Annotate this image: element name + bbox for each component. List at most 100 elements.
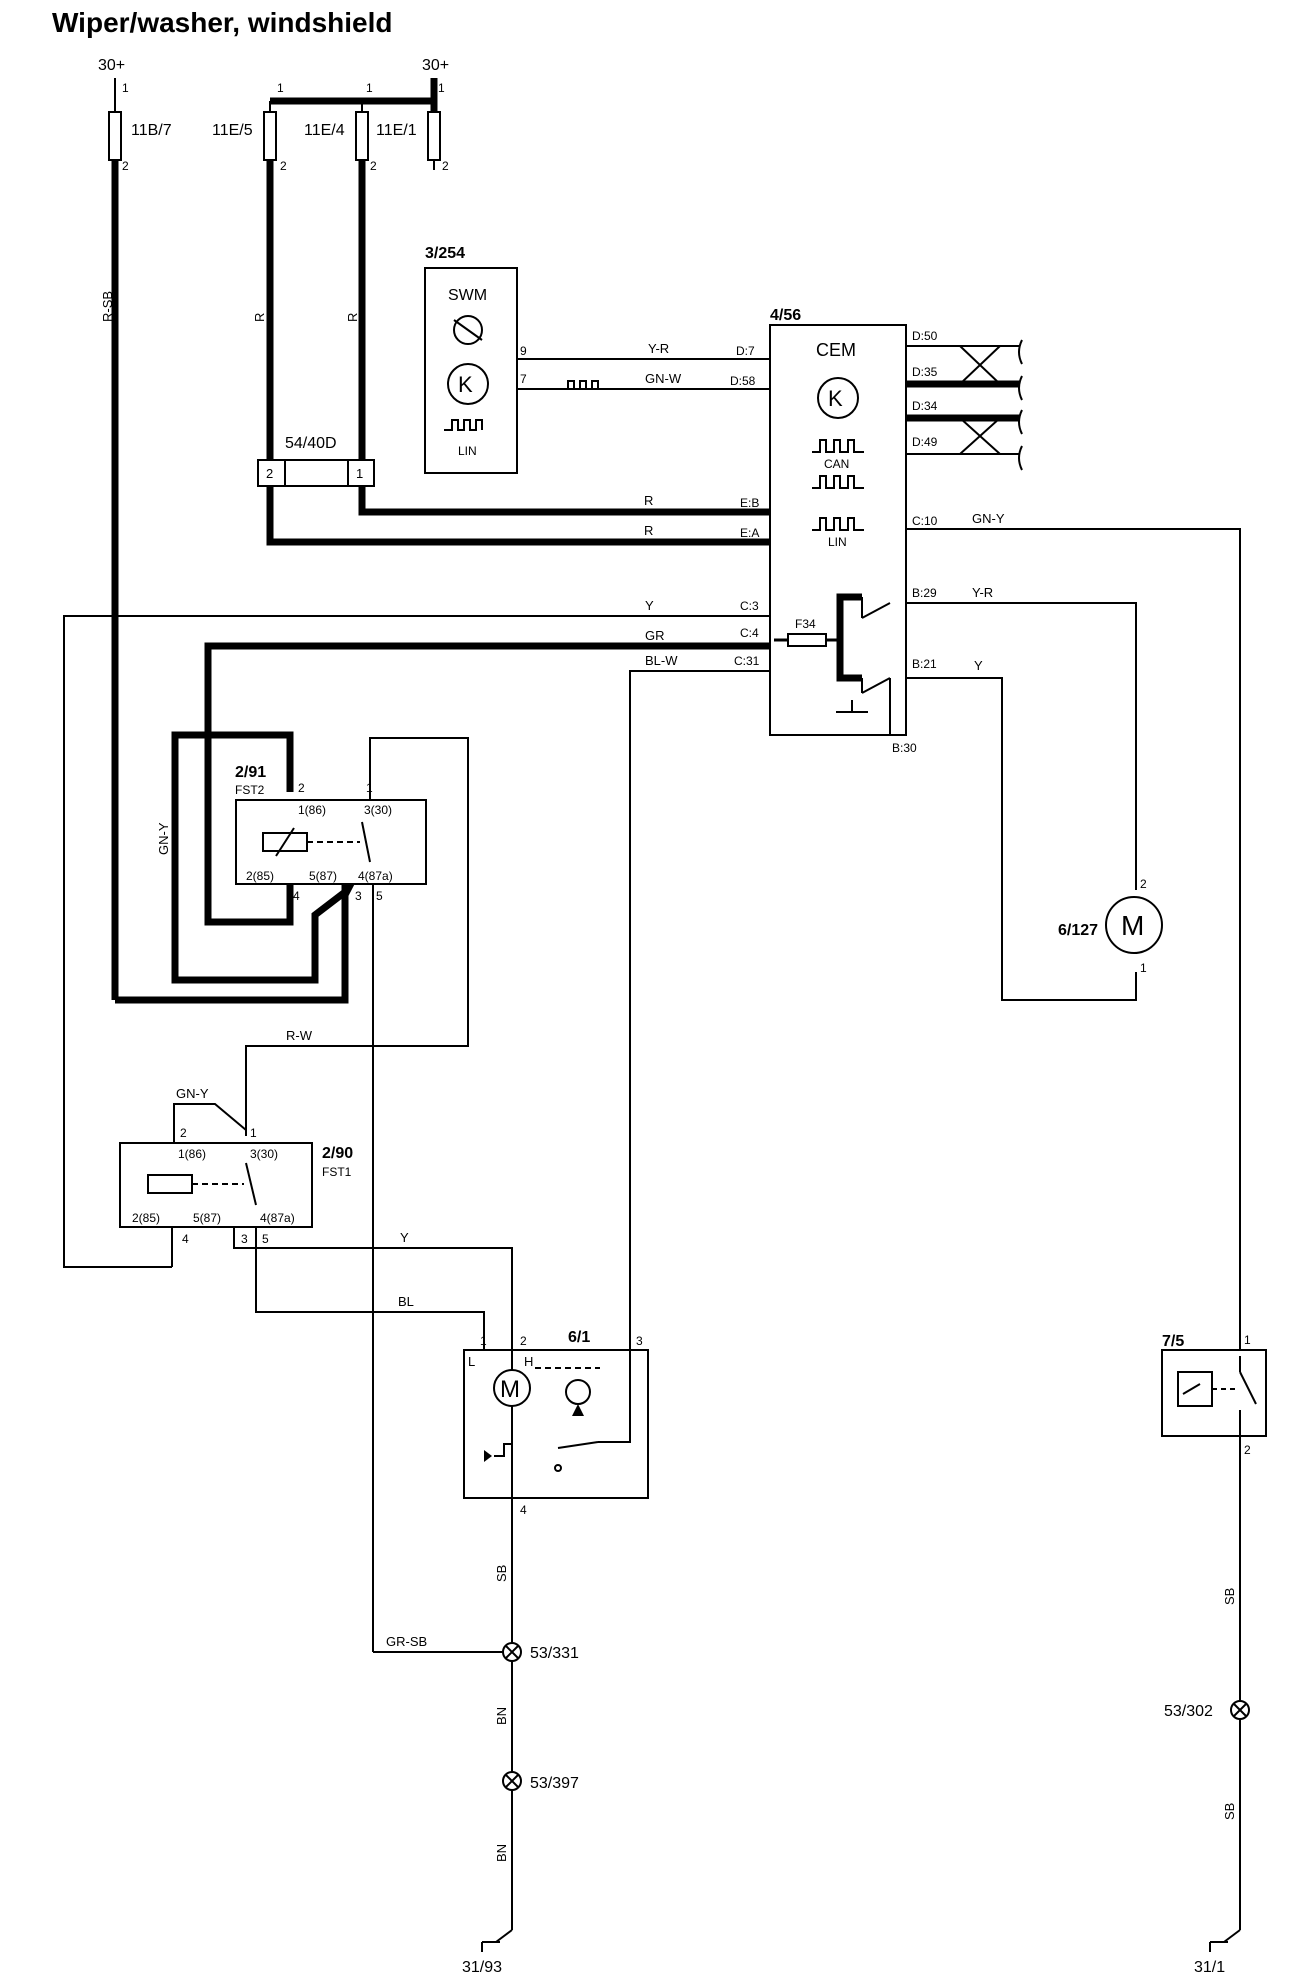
svg-text:2: 2 [520,1334,527,1348]
svg-text:2: 2 [1140,877,1147,891]
svg-text:2: 2 [1244,1443,1251,1457]
svg-text:6/127: 6/127 [1058,922,1098,939]
svg-text:CEM: CEM [816,340,856,360]
svg-text:C:31: C:31 [734,654,760,668]
svg-text:53/397: 53/397 [530,1775,579,1792]
connector-54-40d: 54/40D 2 1 [257,435,375,487]
svg-text:1: 1 [250,1126,257,1140]
svg-text:D:58: D:58 [730,374,756,388]
wire-label-r-sb: R-SB [100,291,115,322]
svg-text:FST1: FST1 [322,1165,352,1179]
fuse-11e4: 1 2 11E/4 [304,81,377,173]
svg-text:D:35: D:35 [912,365,938,379]
svg-text:F34: F34 [795,617,816,631]
svg-text:7/5: 7/5 [1162,1333,1184,1350]
relay-fst2: 2/91 FST2 2 1 1(86) 3(30) 2(85) 5(87) 4(… [235,764,427,903]
svg-text:D:7: D:7 [736,344,755,358]
svg-text:9: 9 [520,344,527,358]
svg-text:1: 1 [480,1334,487,1348]
svg-text:SWM: SWM [448,287,487,304]
wire-label-gr-sb: GR-SB [386,1634,427,1649]
wire-label-gn-y2: GN-Y [176,1086,209,1101]
svg-text:11E/5: 11E/5 [212,122,253,139]
svg-text:2: 2 [122,159,129,173]
splice-53-302: 53/302 [1164,1700,1250,1720]
svg-text:K: K [458,372,473,397]
svg-text:2/90: 2/90 [322,1145,353,1162]
washer-pump-motor: 6/127 M 2 1 [1058,877,1163,975]
svg-text:4: 4 [293,889,300,903]
wire-label-sb-right2: SB [1222,1803,1237,1820]
wire-label-gr: GR [645,628,665,643]
svg-text:2: 2 [280,159,287,173]
svg-text:D:49: D:49 [912,435,938,449]
svg-text:LIN: LIN [828,535,847,549]
wire-label-r-w: R-W [286,1028,313,1043]
svg-text:2: 2 [370,159,377,173]
svg-text:2: 2 [298,781,305,795]
svg-text:E:B: E:B [740,496,759,510]
fuse-11b7: 1 2 11B/7 [108,81,172,173]
swm-module: 3/254 SWM K LIN [424,245,518,474]
ground-31-93: 31/93 [462,1929,513,1976]
svg-text:C:4: C:4 [740,626,759,640]
svg-text:31/1: 31/1 [1194,1959,1225,1976]
wiper-motor: 6/1 1 2 3 4 L H M [463,1329,649,1517]
supply-right-label: 30+ [422,57,449,74]
wire-label-cem-r1: R [644,493,653,508]
svg-text:53/302: 53/302 [1164,1703,1213,1720]
svg-text:5: 5 [376,889,383,903]
svg-text:1: 1 [1140,961,1147,975]
rain-sensor-7-5: 7/5 1 2 [1161,1333,1267,1457]
splice-53-331: 53/331 [502,1642,579,1662]
svg-text:2/91: 2/91 [235,764,266,781]
wire-label-bl-w: BL-W [645,653,678,668]
svg-text:4: 4 [182,1232,189,1246]
svg-text:K: K [828,386,843,411]
svg-text:B:29: B:29 [912,586,937,600]
svg-text:3: 3 [636,1334,643,1348]
svg-text:2: 2 [180,1126,187,1140]
svg-text:5(87): 5(87) [309,869,337,883]
wire-label-cem-r2: R [644,523,653,538]
svg-text:2(85): 2(85) [246,869,274,883]
svg-text:2: 2 [442,159,449,173]
svg-text:E:A: E:A [740,526,759,540]
svg-text:3(30): 3(30) [364,803,392,817]
svg-text:4/56: 4/56 [770,307,801,324]
svg-text:2: 2 [266,466,273,481]
diagram-title: Wiper/washer, windshield [52,7,393,38]
svg-text:1: 1 [122,81,129,95]
ground-31-1: 31/1 [1194,1929,1241,1976]
svg-text:2(85): 2(85) [132,1211,160,1225]
svg-text:4: 4 [520,1503,527,1517]
wire-label-r1: R [252,313,267,322]
wire-label-bl: BL [398,1294,414,1309]
svg-text:4(87a): 4(87a) [260,1211,295,1225]
svg-text:CAN: CAN [824,457,849,471]
wire-label-bn1: BN [494,1707,509,1725]
svg-text:D:50: D:50 [912,329,938,343]
wire-label-sb1: SB [494,1565,509,1582]
wire-label-cem-gn-y: GN-Y [972,511,1005,526]
svg-text:5(87): 5(87) [193,1211,221,1225]
wire-label-b21: Y [974,658,983,673]
fuse-11e5: 1 2 11E/5 [212,81,287,173]
svg-text:11B/7: 11B/7 [131,122,172,139]
svg-text:11E/1: 11E/1 [376,122,417,139]
svg-text:5: 5 [262,1232,269,1246]
svg-text:1(86): 1(86) [298,803,326,817]
svg-text:1: 1 [366,81,373,95]
svg-text:M: M [500,1376,520,1403]
svg-text:D:34: D:34 [912,399,938,413]
svg-text:1(86): 1(86) [178,1147,206,1161]
svg-text:7: 7 [520,372,527,386]
fuse-11e1: 1 2 11E/1 [376,81,449,173]
svg-text:53/331: 53/331 [530,1645,579,1662]
svg-text:4(87a): 4(87a) [358,869,393,883]
wire-label-y: Y [645,598,654,613]
svg-text:3: 3 [241,1232,248,1246]
svg-text:54/40D: 54/40D [285,435,337,452]
wire-label-gn-w: GN-W [645,371,682,386]
wire-label-r2: R [345,313,360,322]
